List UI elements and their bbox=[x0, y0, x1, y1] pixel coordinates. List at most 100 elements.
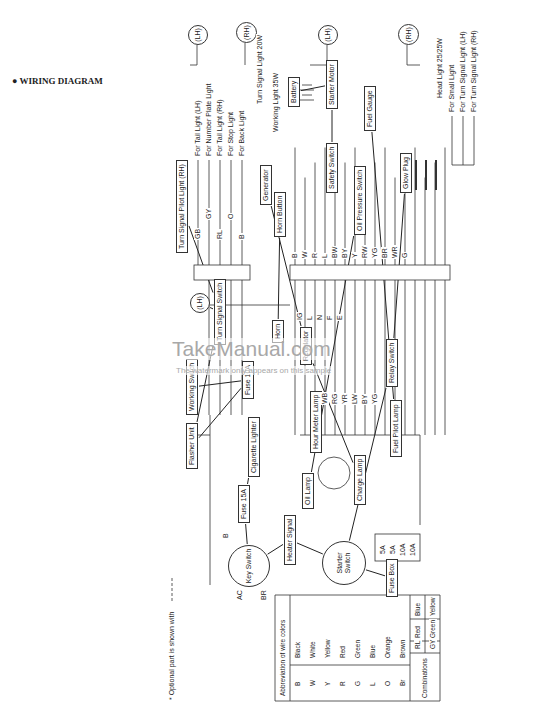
wire bbox=[445, 280, 446, 435]
wire bbox=[365, 280, 366, 435]
indicator-lamp: Charge Lamp bbox=[354, 455, 366, 505]
component-name: Heater Signal bbox=[286, 519, 294, 561]
legend-table-cell: Blue bbox=[369, 644, 377, 659]
watermark: The watermark only appears on this sampl… bbox=[176, 366, 331, 375]
wire-color-code: LW bbox=[351, 393, 359, 405]
wire bbox=[295, 148, 296, 266]
wire-color-code: GB bbox=[194, 228, 202, 240]
lamp-symbol: (RH) bbox=[236, 22, 257, 43]
wire bbox=[315, 163, 316, 266]
legend-table-cell: RL bbox=[414, 640, 422, 650]
wire bbox=[445, 148, 446, 266]
glow-plug: Glow Plug bbox=[400, 153, 412, 193]
terminal-label: B bbox=[222, 532, 230, 539]
wire bbox=[435, 280, 436, 435]
lamp-symbol: (LH) bbox=[188, 25, 208, 45]
wire-connector bbox=[366, 570, 385, 576]
fuel-gauge: Fuel Gauge bbox=[364, 86, 376, 131]
note-text: * Optional part is shown with bbox=[168, 611, 176, 701]
wire-connector bbox=[268, 544, 283, 554]
wire bbox=[375, 280, 376, 435]
legend-table-cell: GY bbox=[429, 639, 437, 650]
legend-table-cell: Red bbox=[414, 625, 422, 639]
component-name: Fuse Box bbox=[388, 563, 396, 593]
component-name: Safety Switch bbox=[328, 147, 336, 189]
component-name: Hour Meter Lamp bbox=[312, 395, 320, 449]
legend-table-cell: B bbox=[294, 681, 302, 687]
starter-motor: Starter Motor bbox=[326, 60, 338, 109]
wire-color-code: BR bbox=[381, 247, 389, 259]
terminal-label: BR bbox=[260, 589, 268, 601]
horn-button: Horn Button bbox=[274, 192, 286, 237]
component-name: Key Switch bbox=[245, 549, 253, 584]
wire-color-code: YR bbox=[341, 393, 349, 405]
wire-color-code: O bbox=[227, 213, 235, 220]
legend-table-cell: Yellow bbox=[429, 596, 437, 617]
wire bbox=[190, 43, 420, 65]
meter-symbol bbox=[318, 457, 350, 489]
legend-table-cell: O bbox=[384, 680, 392, 687]
component-name: Starter Switch bbox=[336, 544, 352, 582]
connection-label: Head Light 25/25W bbox=[436, 37, 444, 99]
connection-label: For Tail Light (LH) bbox=[194, 99, 202, 157]
component-name: Cigarette Lighter bbox=[250, 421, 258, 473]
head-light: (RH) bbox=[398, 24, 419, 45]
flasher-unit: Flasher Unit bbox=[186, 423, 198, 469]
component-name: (LH) bbox=[324, 28, 332, 42]
wire-connector bbox=[297, 543, 323, 554]
connection-label: For Tail Light (RH) bbox=[216, 98, 224, 157]
wire-color-code: GY bbox=[205, 208, 213, 220]
component-name: (RH) bbox=[405, 27, 413, 42]
relay-switch: Relay Switch bbox=[386, 339, 398, 387]
connection-label: For Back Light bbox=[238, 110, 246, 157]
legend-table-cell: W bbox=[309, 679, 317, 687]
wire-color-code: BW bbox=[331, 246, 339, 259]
wire bbox=[220, 160, 221, 265]
pressure-switch: Oil Pressure Switch bbox=[354, 166, 366, 235]
wire bbox=[345, 280, 346, 435]
connection-label: Working Light 35W bbox=[272, 72, 280, 133]
legend-table-cell: Combinations bbox=[421, 657, 429, 699]
legend-table-cell: Green bbox=[429, 619, 437, 639]
connection-label: For Number Plate Light bbox=[205, 83, 213, 157]
wire bbox=[415, 280, 416, 435]
cigarette-lighter: Cigarette Lighter bbox=[248, 417, 260, 477]
fuse-rating: 10A bbox=[399, 543, 407, 557]
head-light: (LH) bbox=[318, 25, 338, 45]
fuse-box: Fuse Box bbox=[386, 559, 398, 597]
component-name: Glow Plug bbox=[402, 157, 410, 189]
terminal-label: N bbox=[316, 314, 324, 321]
legend-table-cell: Blue bbox=[414, 602, 422, 617]
wire-color-code: L bbox=[321, 253, 329, 259]
wire-color-code: B bbox=[238, 233, 246, 240]
component-name: Charge Lamp bbox=[356, 459, 364, 501]
legend-table-cell: Black bbox=[294, 641, 302, 659]
connection-label: Turn Signal Light 20W bbox=[256, 34, 264, 105]
legend-table-cell: R bbox=[339, 680, 347, 687]
component-name: Turn Signal Pilot Light (RH) bbox=[178, 164, 186, 249]
wire bbox=[355, 280, 356, 435]
wire-connector bbox=[313, 363, 353, 462]
wire-connector bbox=[246, 524, 248, 544]
component-name: Relay Switch bbox=[388, 343, 396, 383]
terminal-label: L bbox=[306, 315, 314, 321]
wire bbox=[242, 160, 243, 265]
wire bbox=[335, 280, 336, 435]
fuse: Fuse 15A bbox=[238, 485, 250, 523]
heater-signal: Heater Signal bbox=[284, 515, 296, 565]
fuse-rating: 10A bbox=[409, 543, 417, 557]
connection-label: For Small Light bbox=[448, 64, 456, 113]
legend-table-cell: Red bbox=[339, 645, 347, 659]
legend-table-cell: Orange bbox=[384, 635, 392, 659]
wire-color-code: WB bbox=[321, 392, 329, 405]
component-name: (LH) bbox=[196, 296, 204, 310]
connection-label: For Turn Signal Light (RH) bbox=[470, 29, 478, 113]
wire-color-code: RL bbox=[216, 229, 224, 240]
component-name: Horn Button bbox=[276, 196, 284, 233]
wire bbox=[452, 116, 474, 165]
battery-symbol bbox=[300, 85, 314, 100]
safety-switch: Safety Switch bbox=[326, 143, 338, 193]
component-name: (LH) bbox=[194, 28, 202, 42]
wire-color-code: G bbox=[401, 252, 409, 259]
legend-table-cell: Brown bbox=[399, 639, 407, 659]
